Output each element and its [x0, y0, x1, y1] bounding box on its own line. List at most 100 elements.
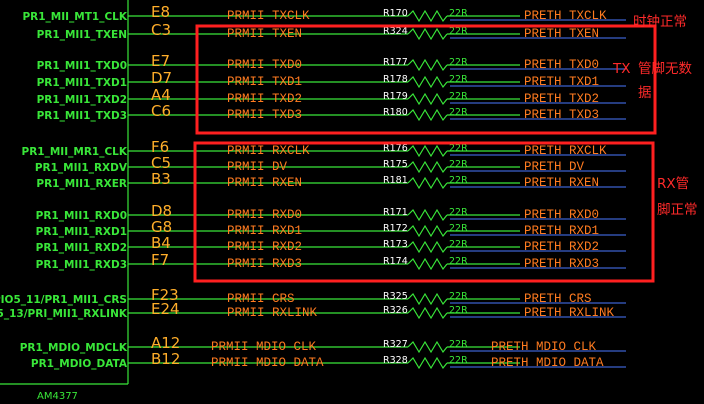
resistor-ref: R181 [383, 175, 408, 186]
net-name-left: PRMII MDIO DATA [211, 356, 324, 370]
pin-number: B3 [151, 170, 171, 188]
resistor-symbol [407, 240, 448, 254]
pin-number: F23 [151, 286, 179, 304]
signal-label: PR1_MII_MT1_CLK [22, 11, 127, 23]
pin-number: F7 [151, 251, 169, 269]
net-name-left: PRMII TXD2 [227, 92, 302, 106]
resistor-value: 22R [449, 74, 468, 85]
resistor-symbol [407, 257, 448, 271]
net-name-left: PRMII TXD0 [227, 58, 302, 72]
signal-label: PR1_MII1_TXEN [37, 29, 127, 41]
net-name-right: PRETH TXD1 [524, 75, 599, 89]
net-name-left: PRMII DV [227, 160, 288, 174]
tx-note-line2: 据 [638, 85, 652, 101]
pin-number: B4 [151, 234, 171, 252]
net-name-right: PRETH RXD0 [524, 208, 599, 222]
tx-note-prefix: TX [612, 61, 631, 77]
signal-label: PR1_MII1_RXD0 [36, 210, 127, 222]
resistor-value: 22R [449, 223, 468, 234]
clock-ok-note: 时钟正常 [633, 13, 687, 30]
resistor-symbol [407, 356, 448, 370]
pin-number: B12 [151, 350, 180, 368]
net-name-left: PRMII RXD0 [227, 208, 302, 222]
signal-label: GPIO5_13/PRI_MII1_RXLINK [0, 308, 128, 320]
resistor-ref: R172 [383, 223, 408, 234]
resistor-ref: R170 [383, 8, 408, 19]
signal-label: PR1_MII_MR1_CLK [22, 146, 128, 158]
net-name-left: PRMII CRS [227, 292, 295, 306]
resistor-value: 22R [449, 107, 468, 118]
net-name-right: PRETH CRS [524, 292, 592, 306]
pin-number: C6 [151, 102, 171, 120]
signal-label: PR1_MII1_RXD3 [36, 259, 127, 271]
signal-label: PR1_MII1_RXER [36, 178, 127, 190]
pin-number: D7 [151, 69, 172, 87]
pin-number: A12 [151, 334, 180, 352]
net-name-right: PRETH TXEN [524, 27, 599, 41]
resistor-symbol [407, 108, 448, 122]
net-name-left: PRMII RXD1 [227, 224, 302, 238]
signal-label: PR1_MII1_TXD1 [37, 77, 127, 89]
net-name-right: PRETH RXD1 [524, 224, 599, 238]
pin-number: F6 [151, 138, 169, 156]
resistor-ref: R178 [383, 74, 408, 85]
signal-label: PR1_MII1_TXD0 [37, 60, 127, 72]
resistor-ref: R324 [383, 26, 408, 37]
net-name-right: PRETH TXD0 [524, 58, 599, 72]
net-name-right: PRETH DV [524, 160, 585, 174]
resistor-ref: R177 [383, 57, 408, 68]
resistor-symbol [407, 306, 448, 320]
net-name-right: PRETH RXD2 [524, 240, 599, 254]
rx-note-line1: RX管 [657, 176, 689, 192]
resistor-ref: R328 [383, 355, 408, 366]
signal-label: PR1_MII1_RXD2 [36, 242, 127, 254]
resistor-ref: R326 [383, 305, 408, 316]
pin-number: C5 [151, 154, 171, 172]
tx-note-line1: 管脚无数 [638, 61, 692, 77]
resistor-symbol [407, 58, 448, 72]
signal-label: PR1_MDIO_DATA [31, 358, 128, 370]
resistor-value: 22R [449, 91, 468, 102]
signal-label: PR1_MII1_TXD2 [37, 94, 127, 106]
resistor-ref: R176 [383, 143, 408, 154]
resistor-symbol [407, 92, 448, 106]
net-name-right: PRETH TXCLK [524, 9, 607, 23]
resistor-value: 22R [449, 291, 468, 302]
net-name-left: PRMII TXEN [227, 27, 302, 41]
net-name-left: PRMII RXCLK [227, 144, 310, 158]
resistor-symbol [407, 144, 448, 158]
resistor-ref: R327 [383, 339, 408, 350]
resistor-value: 22R [449, 305, 468, 316]
net-name-left: PRMII RXD2 [227, 240, 302, 254]
net-name-right: PRETH RXEN [524, 176, 599, 190]
resistor-symbol [407, 176, 448, 190]
pin-number: A4 [151, 86, 171, 104]
resistor-value: 22R [449, 239, 468, 250]
resistor-ref: R174 [383, 256, 408, 267]
net-name-left: PRMII TXCLK [227, 9, 310, 23]
net-name-right: PRETH TXD2 [524, 92, 599, 106]
resistor-value: 22R [449, 256, 468, 267]
resistor-value: 22R [449, 159, 468, 170]
resistor-ref: R171 [383, 207, 408, 218]
rx-note-line2: 脚正常 [657, 202, 698, 218]
pin-number: E7 [151, 52, 170, 70]
net-name-left: PRMII TXD3 [227, 108, 302, 122]
signal-label: PR1_MII1_RXD1 [36, 226, 127, 238]
net-name-right: PRETH MDIO CLK [491, 340, 597, 354]
resistor-value: 22R [449, 339, 468, 350]
net-name-right: PRETH TXD3 [524, 108, 599, 122]
signal-label: PR1_MDIO_MDCLK [20, 342, 128, 354]
resistor-symbol [407, 208, 448, 222]
signal-label: PR1_MII1_TXD3 [37, 110, 127, 122]
resistor-symbol [407, 9, 448, 23]
resistor-value: 22R [449, 355, 468, 366]
resistor-value: 22R [449, 175, 468, 186]
resistor-value: 22R [449, 57, 468, 68]
resistor-value: 22R [449, 26, 468, 37]
resistor-symbol [407, 75, 448, 89]
tx-highlight-box [195, 24, 657, 135]
net-name-left: PRMII RXD3 [227, 257, 302, 271]
resistor-value: 22R [449, 207, 468, 218]
